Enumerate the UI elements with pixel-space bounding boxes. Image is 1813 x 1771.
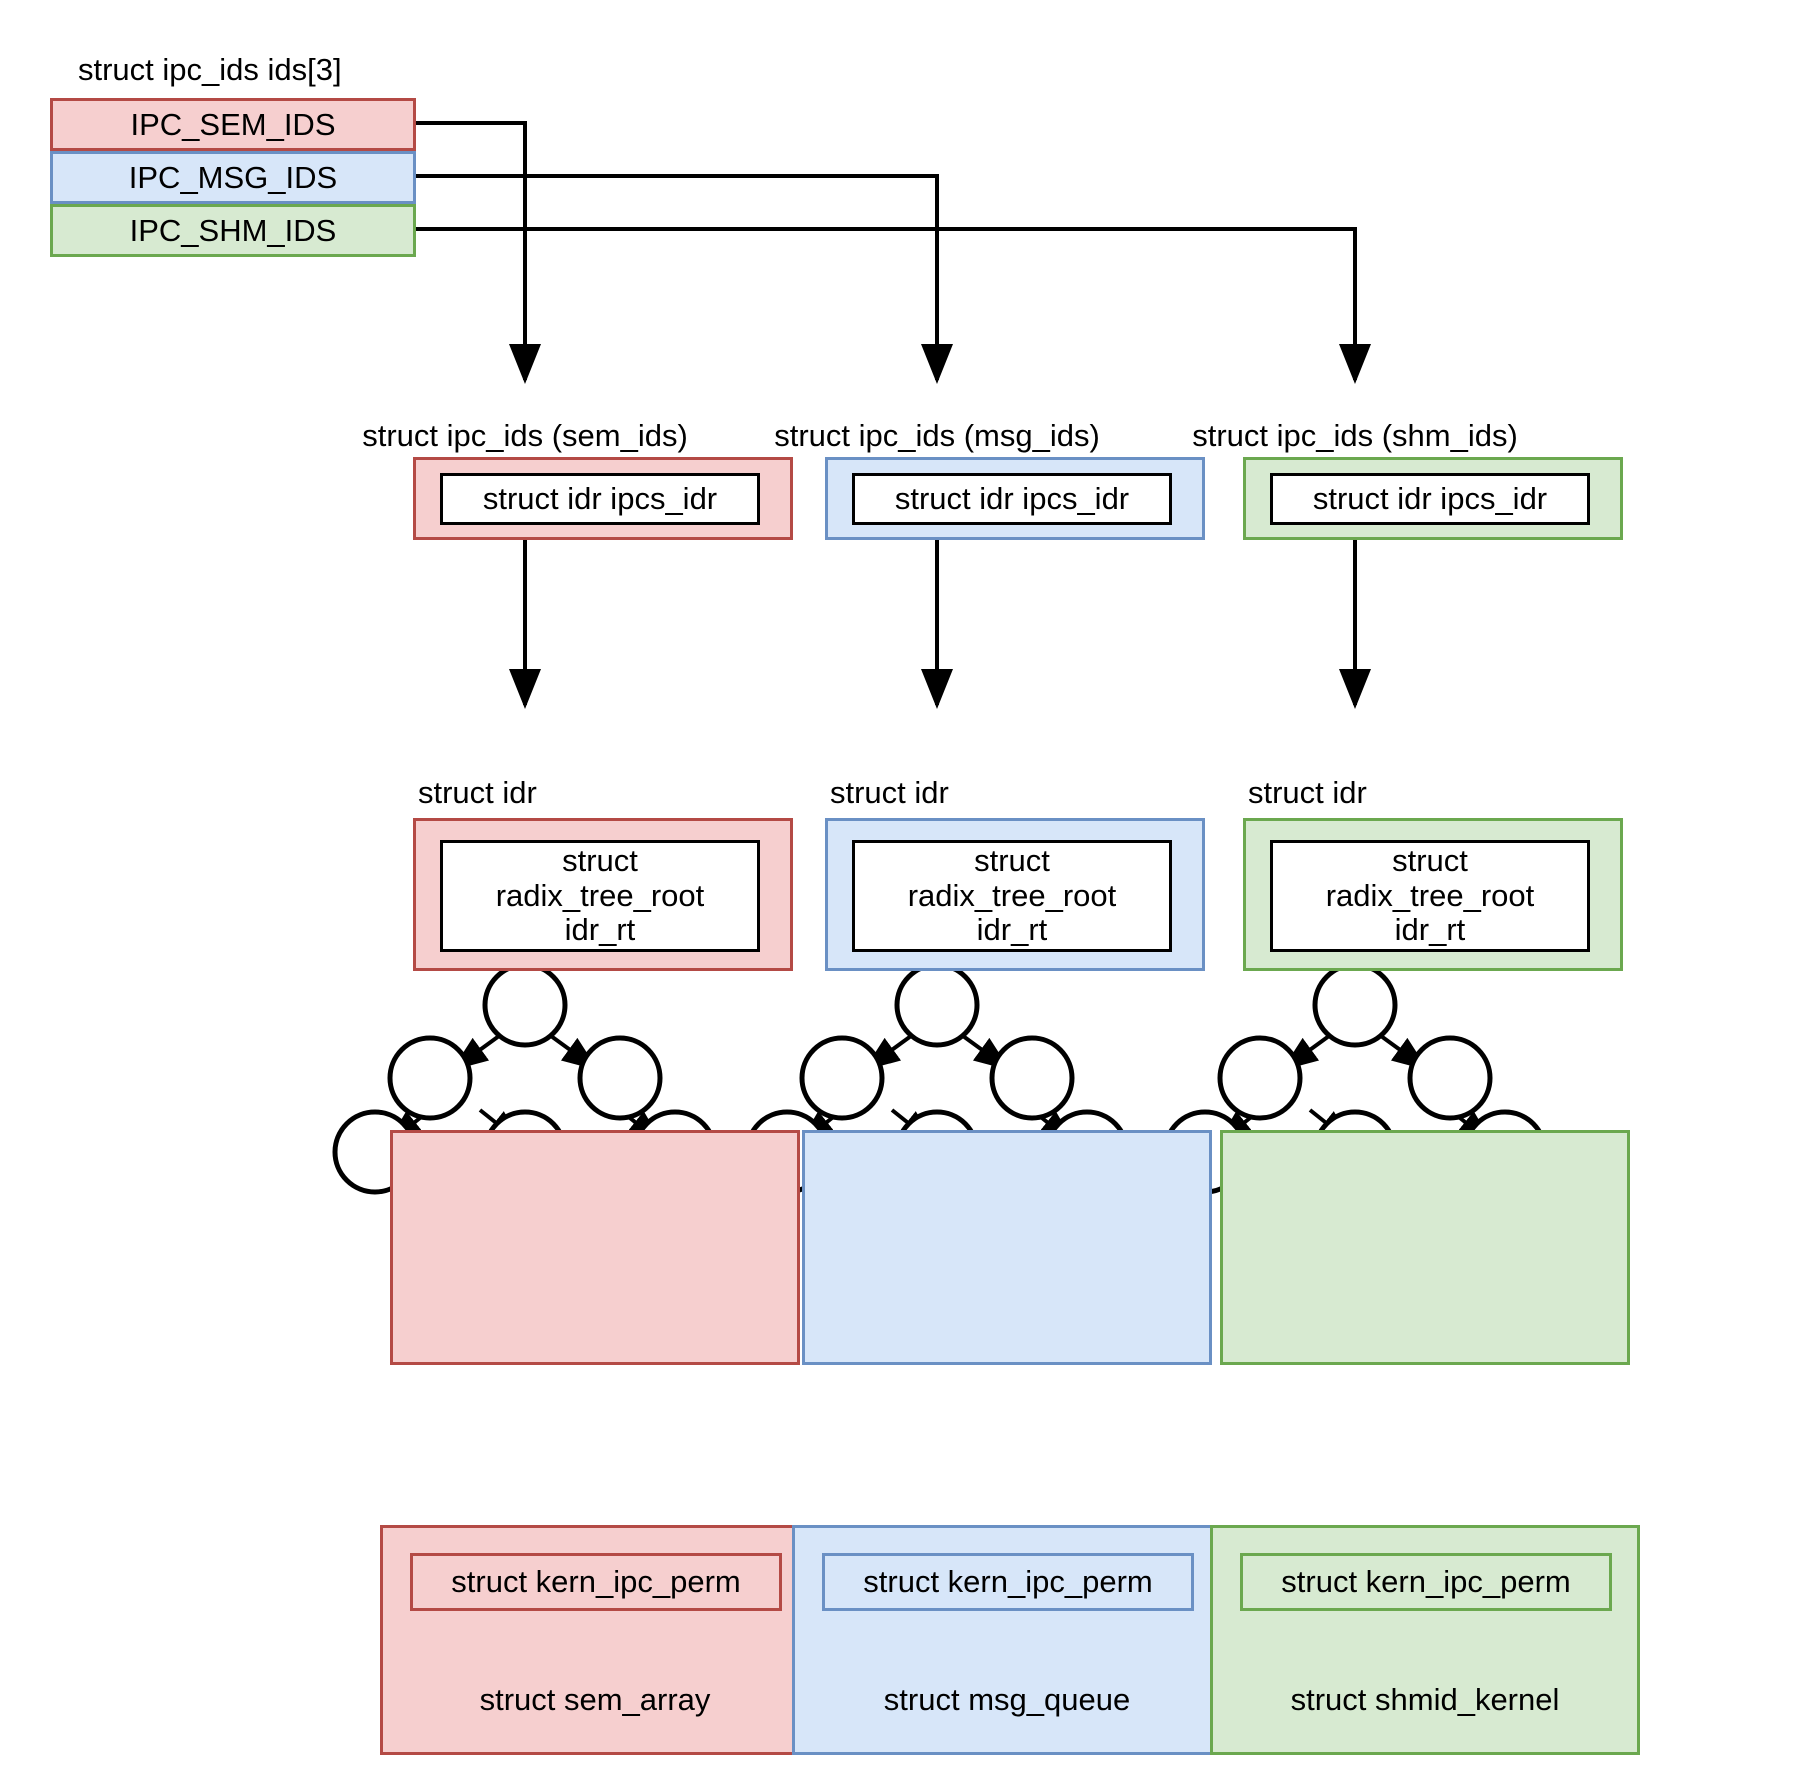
ipc-ids-caption-shm: struct ipc_ids (shm_ids) [1192,418,1518,453]
ids-cell-shm[interactable]: IPC_SHM_IDS [50,204,416,257]
radix-tree-panel-sem [390,1130,800,1365]
idr-field-box-shm: struct idr ipcs_idr [1270,473,1590,525]
radix-line1-msg: struct [974,842,1050,878]
idr-caption-sem: struct idr [418,775,537,810]
tree-node [894,962,980,1048]
tree-node [799,1035,885,1121]
idr-field-label-sem: struct idr ipcs_idr [482,480,718,516]
kern-ipc-perm-label-sem: struct kern_ipc_perm [451,1564,741,1599]
idr-field-label-msg: struct idr ipcs_idr [894,480,1130,516]
tree-node [387,1035,473,1121]
tree-node [1217,1035,1303,1121]
idr-field-box-msg: struct idr ipcs_idr [852,473,1172,525]
idr-field-box-sem: struct idr ipcs_idr [440,473,760,525]
kern-ipc-perm-label-shm: struct kern_ipc_perm [1281,1564,1571,1599]
object-label-msg: struct msg_queue [883,1682,1131,1717]
kern-ipc-perm-box-msg: struct kern_ipc_perm [822,1553,1194,1611]
radix-line3-msg: idr_rt [976,912,1048,948]
ipc-ids-caption-sem: struct ipc_ids (sem_ids) [362,418,688,453]
ids-cell-sem-label: IPC_SEM_IDS [130,106,336,142]
ids-cell-msg[interactable]: IPC_MSG_IDS [50,151,416,204]
tree-node [989,1035,1075,1121]
radix-line2-msg: radix_tree_root [907,877,1117,913]
ipc-ids-caption-msg: struct ipc_ids (msg_ids) [774,418,1100,453]
radix-field-box-sem: struct radix_tree_root idr_rt [440,840,760,952]
object-label-shm: struct shmid_kernel [1290,1682,1560,1717]
radix-field-box-msg: struct radix_tree_root idr_rt [852,840,1172,952]
idr-caption-shm: struct idr [1248,775,1367,810]
tree-node [1407,1035,1493,1121]
ids-cell-shm-label: IPC_SHM_IDS [129,212,337,248]
radix-field-box-shm: struct radix_tree_root idr_rt [1270,840,1590,952]
wire-shm [360,227,1371,384]
radix-tree-panel-msg [802,1130,1212,1365]
tree-node [482,962,568,1048]
object-label-sem: struct sem_array [479,1682,711,1717]
tree-node [577,1035,663,1121]
ids-cell-msg-label: IPC_MSG_IDS [128,159,338,195]
radix-tree-panel-shm [1220,1130,1630,1365]
kern-ipc-perm-box-shm: struct kern_ipc_perm [1240,1553,1612,1611]
radix-line3-shm: idr_rt [1394,912,1466,948]
wire-msg [360,174,953,384]
radix-line2-sem: radix_tree_root [495,877,705,913]
radix-line3-sem: idr_rt [564,912,636,948]
ids-cell-sem[interactable]: IPC_SEM_IDS [50,98,416,151]
radix-line1-shm: struct [1392,842,1468,878]
tree-node [1312,962,1398,1048]
radix-line1-sem: struct [562,842,638,878]
idr-caption-msg: struct idr [830,775,949,810]
radix-line2-shm: radix_tree_root [1325,877,1535,913]
ids-array-title: struct ipc_ids ids[3] [78,52,342,87]
kern-ipc-perm-box-sem: struct kern_ipc_perm [410,1553,782,1611]
kern-ipc-perm-label-msg: struct kern_ipc_perm [863,1564,1153,1599]
idr-field-label-shm: struct idr ipcs_idr [1312,480,1548,516]
